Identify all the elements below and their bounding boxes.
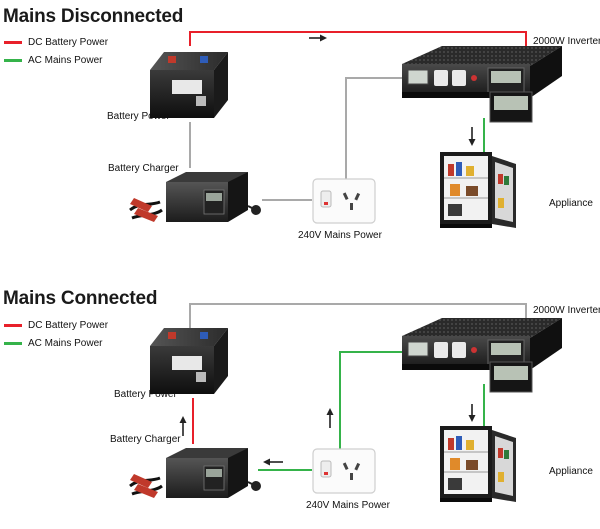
remote-screen [494, 366, 528, 380]
remote-screen [494, 96, 528, 110]
label-battery: Battery Power [107, 111, 170, 122]
wall-outlet-icon [312, 448, 376, 494]
panel-mains-disconnected [128, 31, 563, 229]
legend-ac-label: AC Mains Power [28, 55, 103, 66]
legend-dc: DC Battery Power [4, 320, 108, 331]
flow-arrow-icon [468, 127, 476, 146]
legend-dc: DC Battery Power [4, 37, 108, 48]
flow-arrow-icon [309, 34, 327, 42]
dc-swatch [4, 41, 22, 44]
flow-arrow-icon [326, 408, 334, 428]
fridge-icon [439, 425, 517, 503]
label-inverter: 2000W Inverter [533, 305, 600, 316]
label-appliance: Appliance [549, 198, 593, 209]
neutral-wire-top-bottom [189, 303, 527, 330]
panel-title: Mains Connected [3, 288, 158, 309]
legend-ac-label: AC Mains Power [28, 338, 103, 349]
legend-ac: AC Mains Power [4, 55, 102, 66]
label-outlet: 240V Mains Power [298, 230, 382, 241]
legend-dc-label: DC Battery Power [28, 37, 109, 48]
ac-swatch [4, 342, 22, 345]
legend-ac: AC Mains Power [4, 338, 102, 349]
flow-arrow-icon [468, 404, 476, 422]
label-charger: Battery Charger [110, 434, 181, 445]
battery-charger-icon [128, 446, 263, 500]
wall-outlet-icon [312, 178, 376, 224]
battery-icon [150, 328, 228, 394]
legend-dc-label: DC Battery Power [28, 320, 109, 331]
battery-icon [150, 52, 228, 118]
flow-arrow-icon [263, 458, 283, 466]
dc-swatch [4, 324, 22, 327]
neutral-wire-outlet-inverter-top [345, 77, 412, 180]
inverter-icon [401, 45, 563, 99]
flow-arrow-icon [179, 416, 187, 436]
inverter-icon [401, 317, 563, 371]
ac-swatch [4, 59, 22, 62]
label-inverter: 2000W Inverter [533, 36, 600, 47]
dc-wire-top [189, 31, 527, 48]
label-battery: Battery Power [114, 389, 177, 400]
panel-title: Mains Disconnected [3, 6, 184, 27]
battery-charger-icon [128, 170, 263, 224]
ac-wire-outlet-inverter [339, 351, 412, 450]
label-appliance: Appliance [549, 466, 593, 477]
label-charger: Battery Charger [108, 163, 179, 174]
fridge-icon [439, 151, 517, 229]
label-outlet: 240V Mains Power [306, 500, 390, 511]
panel-mains-connected [128, 303, 563, 503]
